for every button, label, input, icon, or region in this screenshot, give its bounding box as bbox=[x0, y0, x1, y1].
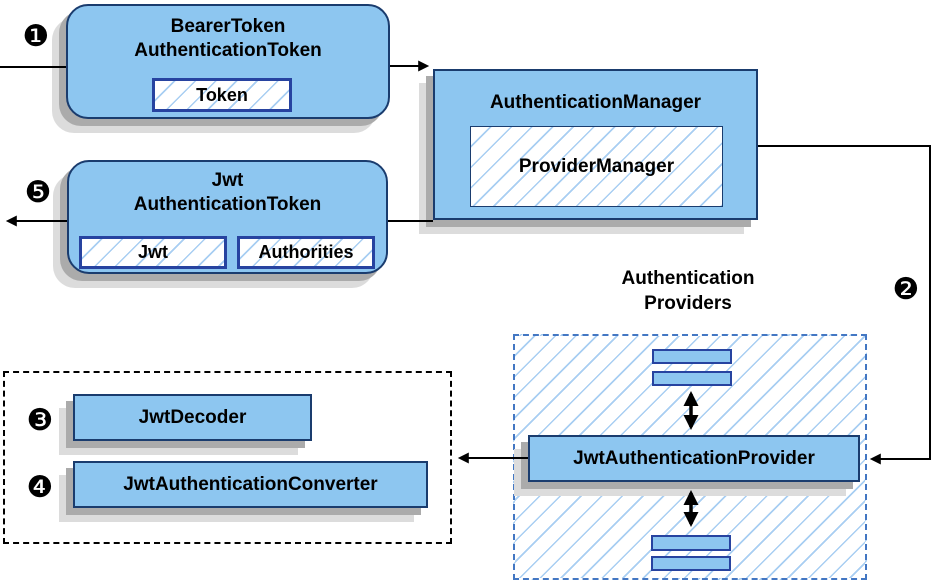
jwt-field: Jwt bbox=[79, 236, 227, 269]
authorities-field: Authorities bbox=[237, 236, 375, 269]
jwt-authentication-token-node: Jwt AuthenticationToken Jwt Authorities bbox=[67, 160, 388, 274]
other-provider-bar-top-2 bbox=[652, 371, 732, 386]
provider-manager-field: ProviderManager bbox=[470, 126, 723, 207]
jwt-token-title-line2: AuthenticationToken bbox=[133, 194, 322, 215]
jwt-authentication-provider-node: JwtAuthenticationProvider bbox=[528, 435, 860, 482]
step-4-badge: ❹ bbox=[26, 470, 54, 505]
providers-label-line1: Authentication bbox=[621, 268, 755, 289]
bearer-token-title-line2: AuthenticationToken bbox=[134, 40, 322, 61]
authentication-providers-label: Authentication Providers bbox=[538, 266, 838, 316]
step-1-badge: ❶ bbox=[22, 19, 50, 54]
authentication-manager-title: AuthenticationManager bbox=[489, 92, 702, 113]
jwt-authentication-converter-node: JwtAuthenticationConverter bbox=[73, 461, 428, 508]
jwt-decoder-node: JwtDecoder bbox=[73, 394, 312, 441]
other-provider-bar-bottom-2 bbox=[651, 556, 731, 571]
bearer-token-title-line1: BearerToken bbox=[170, 16, 286, 37]
authentication-manager-node: AuthenticationManager ProviderManager bbox=[433, 69, 758, 220]
step-2-badge: ❷ bbox=[892, 272, 920, 307]
other-provider-bar-top-1 bbox=[652, 349, 732, 364]
providers-label-line2: Providers bbox=[644, 293, 732, 314]
jwt-token-title-line1: Jwt bbox=[211, 170, 244, 191]
token-field: Token bbox=[152, 78, 292, 112]
step-3-badge: ❸ bbox=[26, 403, 54, 438]
authentication-providers-group: JwtAuthenticationProvider bbox=[513, 334, 867, 580]
other-provider-bar-bottom-1 bbox=[651, 535, 731, 551]
bearer-token-authentication-token-node: BearerToken AuthenticationToken Token bbox=[66, 4, 390, 119]
step-5-badge: ❺ bbox=[24, 175, 52, 210]
jwt-decoder-converter-group: JwtDecoder JwtAuthenticationConverter bbox=[3, 371, 452, 544]
